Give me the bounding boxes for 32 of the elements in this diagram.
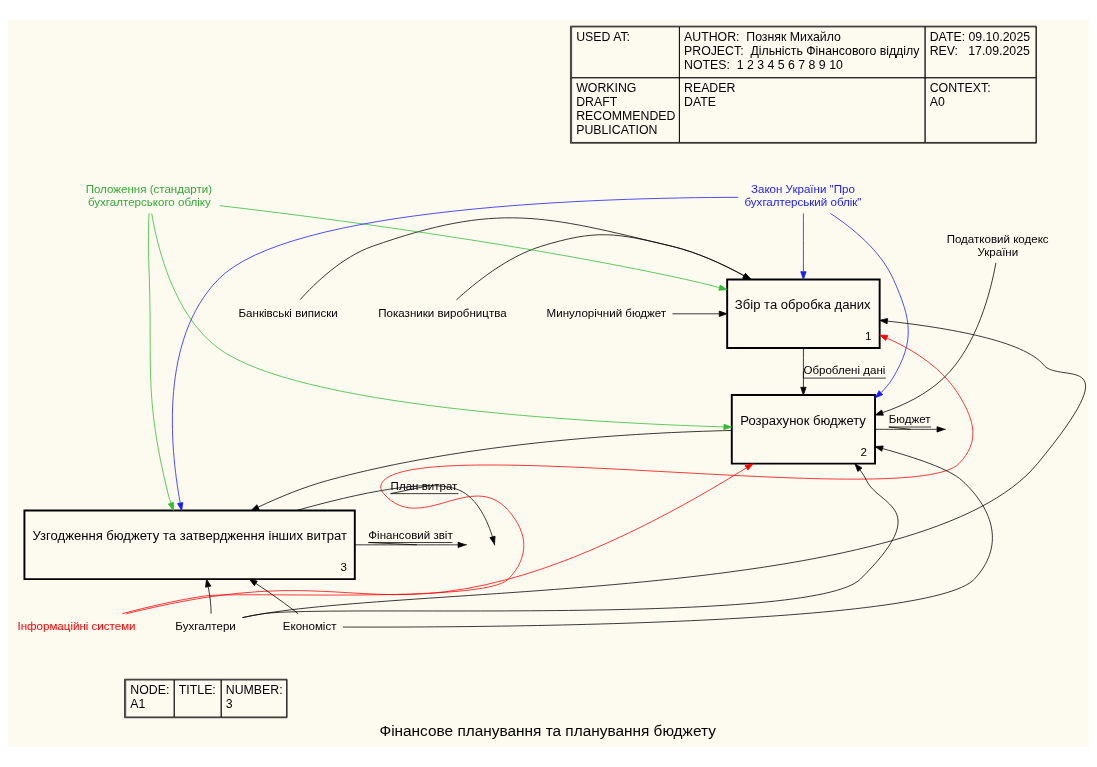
label: PUBLICATION	[576, 122, 658, 137]
label: RECOMMENDED	[576, 108, 676, 123]
node-text: Економіст	[282, 620, 337, 633]
label: TITLE:	[178, 683, 216, 698]
node-text: Положення (стандарти) бухгалтерського обліку	[85, 183, 213, 209]
label: USED AT:	[576, 30, 631, 45]
node-text: Бухгалтери	[175, 620, 236, 633]
node-text: Інформаційні системи	[17, 620, 136, 633]
label: REV: 17.09.2025	[929, 44, 1030, 59]
label: PROJECT: Дільність Фінансового відділу	[684, 44, 920, 59]
label: NODE:	[130, 683, 170, 698]
edge-label: Бюджет	[888, 413, 931, 426]
node-text: Минулорічний бюджет	[546, 306, 667, 319]
label: NUMBER:	[225, 683, 283, 698]
label: DATE: 09.10.2025	[929, 30, 1031, 45]
edge-label: Оброблені дані	[803, 364, 886, 377]
label: 3	[225, 697, 233, 712]
edge-label: Фінансовий звіт	[368, 528, 453, 541]
label: READER	[684, 81, 736, 96]
node-text: Банківські виписки	[238, 306, 338, 319]
diagram-title: Фінансове планування та планування бюджету	[379, 722, 716, 740]
node-text: Податковий кодекс України	[946, 232, 1049, 258]
label: DATE	[684, 95, 716, 110]
label: A0	[929, 95, 945, 110]
label: DRAFT	[576, 95, 618, 110]
label: A1	[130, 697, 146, 712]
node-text: Показники виробництва	[378, 306, 507, 319]
label: WORKING	[576, 81, 637, 96]
label: AUTHOR: Позняк Михайло	[684, 30, 841, 45]
label: NOTES: 1 2 3 4 5 6 7 8 9 10	[684, 58, 843, 73]
node-text: Закон України "Про бухгалтерський облік"	[744, 183, 862, 209]
label: CONTEXT:	[929, 81, 991, 96]
